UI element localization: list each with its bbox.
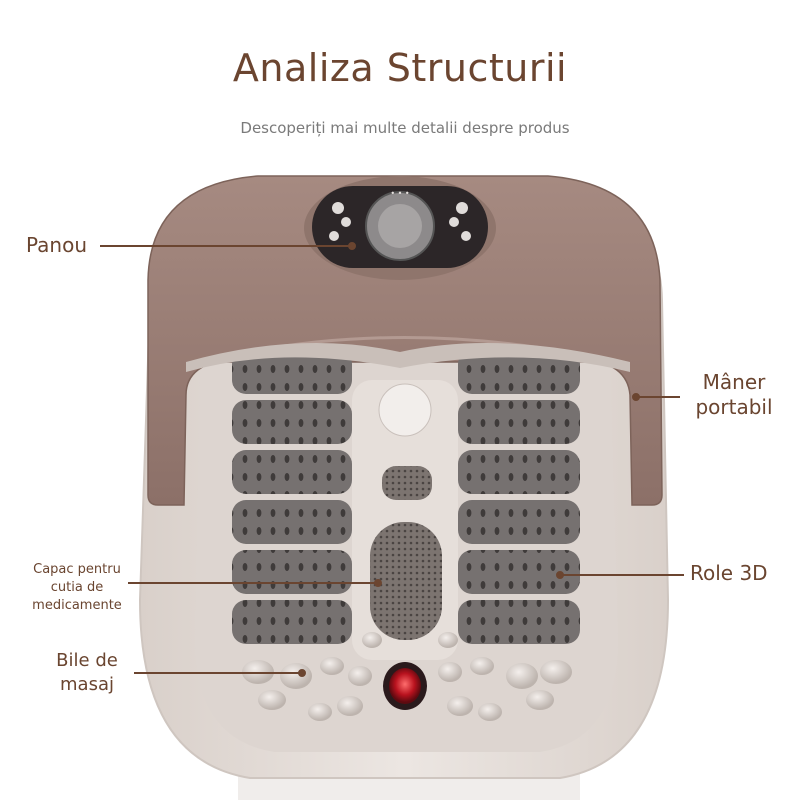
rollers-right — [458, 350, 580, 644]
massage-balls — [242, 632, 572, 721]
callout-massage-balls: Bile de masaj — [56, 650, 118, 695]
page-title: Analiza Structurii — [232, 46, 568, 90]
callout-panel: Panou — [26, 233, 88, 257]
lid-top — [147, 175, 663, 506]
control-panel: • • • — [304, 176, 496, 280]
page-subtitle: Descoperiți mai multe detalii despre pro… — [240, 119, 570, 137]
callout-medicine-box-cover: Capac pentru cutia de medicamente — [32, 562, 122, 613]
callout-rollers: Role 3D — [690, 561, 768, 585]
svg-text:• • •: • • • — [390, 189, 409, 198]
medicine-box-cover — [370, 522, 442, 640]
callout-lines — [100, 242, 684, 677]
callout-handle: Mâner portabil — [695, 370, 773, 419]
red-light — [383, 662, 427, 710]
center-column — [352, 380, 458, 660]
